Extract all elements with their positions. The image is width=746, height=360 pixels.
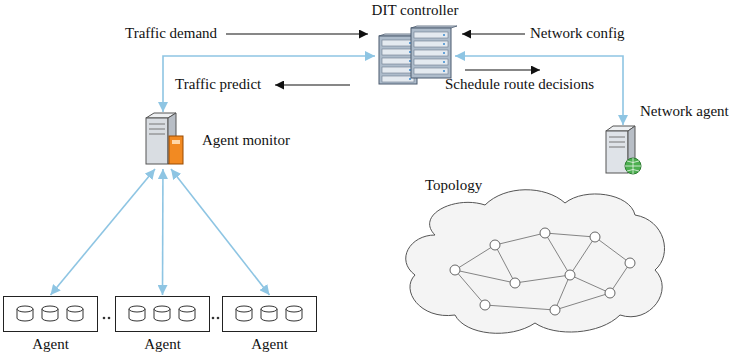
demand-arrow <box>226 33 368 34</box>
node-label: Agent <box>222 336 317 353</box>
ellipsis-dot <box>108 317 111 320</box>
network-agent-icon <box>600 125 646 177</box>
node-label: Agent <box>115 336 210 353</box>
flow-label: Schedule route decisions <box>445 76 594 93</box>
predict-arrow <box>275 84 350 85</box>
flow-label: Traffic predict <box>175 76 261 93</box>
agent-box: Agent <box>222 296 317 356</box>
monitor-node: Agent monitor <box>140 112 310 170</box>
schedule-arrow <box>465 69 540 70</box>
link-connector <box>171 169 270 295</box>
netagent-node: Network agent <box>600 103 742 179</box>
ellipsis-dot <box>212 317 215 320</box>
node-label: Network agent <box>640 103 729 120</box>
server-rack-icon <box>375 26 455 86</box>
flow-label: Network config <box>530 25 625 42</box>
cloud-node: Topology <box>395 175 675 340</box>
node-label: Agent monitor <box>202 132 290 149</box>
agent-box: Agent <box>115 296 210 356</box>
agent-box-outline <box>222 296 317 332</box>
link-connector <box>51 169 156 295</box>
flow-label: Traffic demand <box>125 25 217 42</box>
agent-box-outline <box>3 296 98 332</box>
config-arrow <box>462 33 525 34</box>
link-connector <box>162 169 164 295</box>
node-label: DIT controller <box>360 2 470 19</box>
node-label: Agent <box>3 336 98 353</box>
controller-node: DIT controller <box>360 2 470 86</box>
topology-cloud <box>395 175 675 340</box>
ellipsis-dot <box>103 317 106 320</box>
monitor-server-icon <box>140 112 186 168</box>
ellipsis-dot <box>217 317 220 320</box>
agent-box: Agent <box>3 296 98 356</box>
link-connector <box>163 56 375 112</box>
node-label: Topology <box>425 177 482 194</box>
agent-box-outline <box>115 296 210 332</box>
